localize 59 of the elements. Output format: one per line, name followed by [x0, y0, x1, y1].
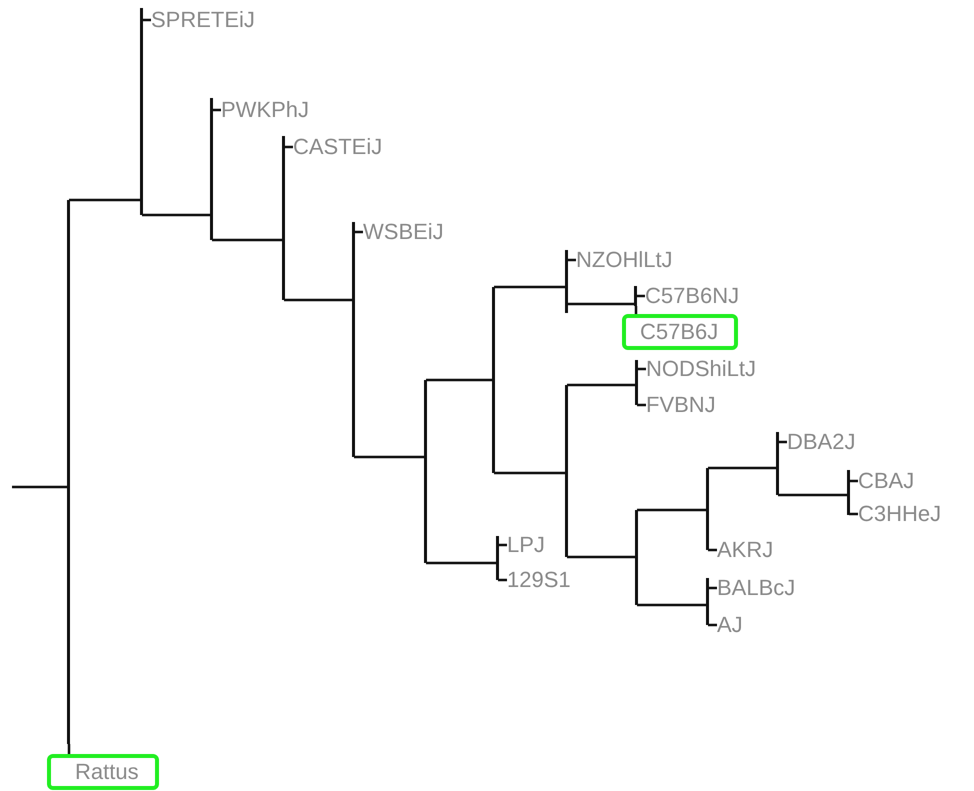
highlighted-taxon-label: Rattus — [47, 754, 159, 790]
tree-branch-line — [284, 298, 353, 302]
tree-branch — [565, 385, 568, 557]
tree-branch-line — [494, 286, 566, 288]
tree-branch-line — [494, 472, 566, 474]
tree-branch — [565, 250, 568, 313]
tree-branch-line — [708, 624, 717, 626]
tree-branch — [496, 536, 498, 580]
taxon-label: FVBNJ — [646, 391, 716, 419]
tree-branch-line — [708, 548, 717, 552]
tree-branch-line — [426, 562, 497, 564]
tree-branch-line — [498, 578, 507, 582]
tree-branch — [67, 200, 70, 744]
tree-branch-line — [637, 604, 707, 606]
taxon-label: BALBcJ — [717, 574, 796, 602]
taxon-label: NZOHlLtJ — [576, 246, 673, 274]
tree-branch-line — [68, 744, 70, 754]
tree-branch — [776, 432, 778, 495]
tree-branch-line — [12, 486, 68, 488]
tree-branch — [847, 470, 850, 515]
taxon-label: SPRETEiJ — [151, 6, 255, 34]
tree-branch-line — [354, 456, 425, 458]
taxon-label: AJ — [717, 611, 743, 639]
tree-branch-line — [142, 214, 211, 216]
tree-branch — [352, 222, 354, 457]
tree-branch — [140, 8, 142, 215]
taxon-label: LPJ — [507, 531, 545, 559]
tree-branch-line — [708, 466, 777, 470]
tree-branch — [706, 468, 708, 550]
taxon-label: C57B6NJ — [645, 282, 740, 310]
tree-branch-line — [634, 306, 638, 314]
tree-branch-line — [849, 512, 858, 516]
tree-branch — [282, 136, 284, 300]
tree-branch-line — [567, 302, 635, 306]
taxon-label: CBAJ — [858, 467, 914, 495]
taxon-label: DBA2J — [787, 428, 856, 456]
taxon-label: AKRJ — [717, 536, 774, 564]
taxon-label: 129S1 — [507, 566, 571, 594]
tree-branch-line — [426, 378, 493, 382]
taxon-label: CASTEiJ — [293, 133, 382, 161]
tree-branch — [635, 510, 638, 605]
highlighted-taxon-label: C57B6J — [622, 314, 738, 350]
tree-branch-line — [637, 404, 646, 406]
tree-branch-line — [567, 556, 636, 558]
taxon-label: WSBEiJ — [363, 218, 444, 246]
tree-branch — [424, 380, 426, 563]
tree-branch — [210, 98, 212, 240]
tree-branch-line — [212, 238, 283, 242]
tree-branch-line — [567, 384, 636, 386]
tree-branch-line — [778, 494, 848, 496]
tree-branch — [635, 360, 638, 405]
tree-branch — [706, 578, 708, 625]
tree-branch — [492, 287, 494, 473]
taxon-label: PWKPhJ — [221, 96, 310, 124]
tree-branch-line — [69, 198, 141, 202]
tree-branch-line — [637, 508, 707, 512]
taxon-label: NODShiLtJ — [646, 355, 756, 383]
tree-branch — [634, 286, 636, 306]
taxon-label: C3HHeJ — [858, 500, 942, 528]
